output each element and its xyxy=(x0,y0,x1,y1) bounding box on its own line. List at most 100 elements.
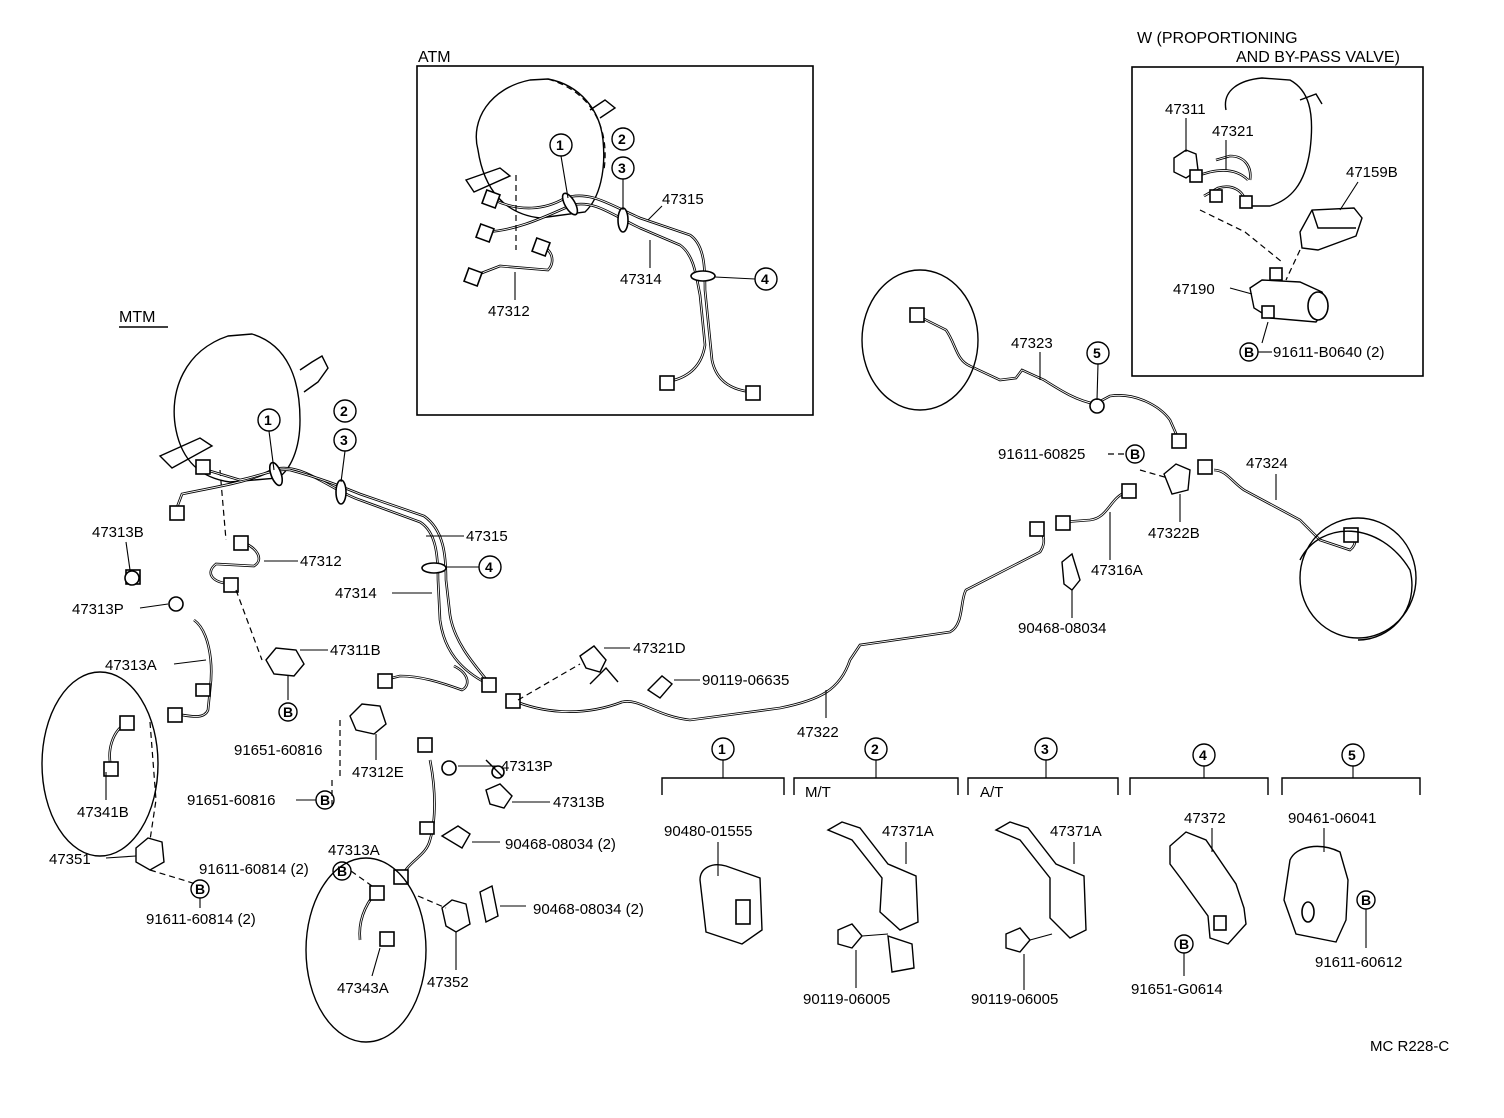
detail-part-2: 2 M/T 47371A 90119-06005 xyxy=(793,737,959,1008)
mtm-circle-2: 2 xyxy=(340,403,348,419)
mtm-bolt-b-5: B xyxy=(1125,444,1145,464)
label-91651-60816-a: 91651-60816 xyxy=(234,742,322,759)
detail-part-4: 4 47372 B 91651-G0614 xyxy=(1129,743,1269,998)
w-title-line2: AND BY-PASS VALVE) xyxy=(1236,49,1400,66)
diagram-code: MC R228-C xyxy=(1370,1038,1449,1055)
mtm-clip-47322b xyxy=(1139,463,1191,522)
detail-2-number: 2 xyxy=(871,741,879,757)
mtm-main: MTM xyxy=(41,269,1417,1043)
mtm-union-47311b xyxy=(235,589,305,700)
label-47313b-upper: 47313B xyxy=(92,524,144,541)
mtm-front-left-brake xyxy=(41,671,159,857)
w-label-47311: 47311 xyxy=(1165,101,1206,118)
w-inset-frame xyxy=(1131,66,1424,377)
mtm-bolt-letter-3: B xyxy=(337,863,347,879)
mtm-callout-4: 4 xyxy=(446,555,502,579)
detail-part-1: 1 90480-01555 xyxy=(661,737,785,945)
label-47351: 47351 xyxy=(49,851,91,868)
mtm-brake-booster xyxy=(158,333,329,541)
mtm-clip-47321d xyxy=(517,645,619,701)
w-label-47159b: 47159B xyxy=(1346,164,1398,181)
mtm-clip-a xyxy=(440,825,500,849)
atm-label-47315: 47315 xyxy=(662,191,704,208)
detail-5-number: 5 xyxy=(1348,747,1356,763)
label-91611-60814-lower: 91611-60814 (2) xyxy=(146,911,256,928)
mtm-callout-2: 2 xyxy=(333,399,357,423)
label-47312: 47312 xyxy=(300,553,342,570)
label-90468-08034-c: 90468-08034 xyxy=(1018,620,1106,637)
w-label-47190: 47190 xyxy=(1173,281,1215,298)
detail-part-3: 3 A/T 47371A 90119-06005 xyxy=(967,737,1119,1008)
mtm-circle-3: 3 xyxy=(340,432,348,448)
w-bolt-callout: B 91611-B0640 (2) xyxy=(1239,321,1384,362)
label-47313p-upper: 47313P xyxy=(72,601,124,618)
atm-circle-4: 4 xyxy=(761,271,769,287)
w-title-line1: W (PROPORTIONING xyxy=(1137,30,1298,47)
mtm-callout-1: 1 xyxy=(257,408,281,471)
label-47311b: 47311B xyxy=(330,642,381,659)
label-47313p-lower: 47313P xyxy=(501,758,553,775)
mtm-bolt-b-2: B xyxy=(315,790,335,810)
atm-inset-frame xyxy=(416,65,814,416)
label-47316a: 47316A xyxy=(1091,562,1143,579)
detail-5-label-b: 91611-60612 xyxy=(1315,954,1402,971)
mtm-bolt-letter-1: B xyxy=(283,704,293,720)
mtm-bolt-b-4: B xyxy=(190,879,210,908)
mtm-union-47312e xyxy=(331,703,387,806)
label-47343a: 47343A xyxy=(337,980,389,997)
label-47341b: 47341B xyxy=(77,804,129,821)
atm-circle-2: 2 xyxy=(618,131,626,147)
mtm-clip-b xyxy=(479,884,526,924)
label-91611-60814-upper: 91611-60814 (2) xyxy=(199,861,309,878)
label-47321d: 47321D xyxy=(633,640,686,657)
mtm-rear-left-brake xyxy=(861,269,979,411)
detail-5-bolt-letter: B xyxy=(1361,892,1371,908)
detail-1-number: 1 xyxy=(718,741,726,757)
atm-circle-3: 3 xyxy=(618,160,626,176)
mtm-brake-lines xyxy=(103,307,1359,947)
mtm-bolt-letter-5: B xyxy=(1130,446,1140,462)
atm-circle-1: 1 xyxy=(556,137,564,153)
detail-part-5: 5 90461-06041 B 91611-60612 xyxy=(1281,743,1421,971)
mtm-callout-3: 3 xyxy=(333,428,357,483)
mtm-title: MTM xyxy=(119,309,155,326)
mtm-callout-5: 5 xyxy=(1086,341,1110,401)
label-47352: 47352 xyxy=(427,974,469,991)
detail-4-label-b: 91651-G0614 xyxy=(1131,981,1223,998)
atm-title: ATM xyxy=(418,49,451,66)
mtm-circle-1: 1 xyxy=(264,412,272,428)
atm-callout-1: 1 xyxy=(549,133,573,199)
detail-4-bolt-letter: B xyxy=(1179,936,1189,952)
w-inset: W (PROPORTIONING AND BY-PASS VALVE) xyxy=(1131,30,1424,377)
w-bracket-47159b xyxy=(1285,207,1363,281)
label-90119-06635: 90119-06635 xyxy=(702,672,789,689)
mtm-bolt-90119-06635 xyxy=(646,675,700,699)
detail-4-label-a: 47372 xyxy=(1184,810,1226,827)
detail-2-label-b: 90119-06005 xyxy=(803,991,890,1008)
detail-parts-row: 1 90480-01555 2 M/T 47371A 90119-06005 xyxy=(661,737,1421,1008)
detail-2-sub: M/T xyxy=(805,784,831,801)
label-47313a-left: 47313A xyxy=(105,657,157,674)
mtm-bolt-b-1: B xyxy=(278,702,298,722)
w-label-47321: 47321 xyxy=(1212,123,1254,140)
label-47315: 47315 xyxy=(466,528,508,545)
atm-inset: ATM 1 xyxy=(416,49,814,416)
label-91611-60825: 91611-60825 xyxy=(998,446,1085,463)
w-proportioning-valve xyxy=(1229,267,1329,323)
mtm-bolt-letter-2: B xyxy=(320,792,330,808)
mtm-rear-right-brake xyxy=(1299,517,1417,641)
detail-2-label-a: 47371A xyxy=(882,823,934,840)
detail-3-label-b: 90119-06005 xyxy=(971,991,1058,1008)
detail-4-number: 4 xyxy=(1199,747,1207,763)
label-47313a-right: 47313A xyxy=(328,842,380,859)
detail-3-number: 3 xyxy=(1041,741,1049,757)
mtm-bolt-letter-4: B xyxy=(195,881,205,897)
w-brake-booster xyxy=(1224,77,1323,207)
atm-callout-2: 2 xyxy=(611,127,635,151)
mtm-bolt-b-3: B xyxy=(332,861,373,887)
label-90468-08034-b: 90468-08034 (2) xyxy=(533,901,644,918)
mtm-circle-5: 5 xyxy=(1093,345,1101,361)
label-47313b-lower: 47313B xyxy=(553,794,605,811)
label-47324: 47324 xyxy=(1246,455,1288,472)
